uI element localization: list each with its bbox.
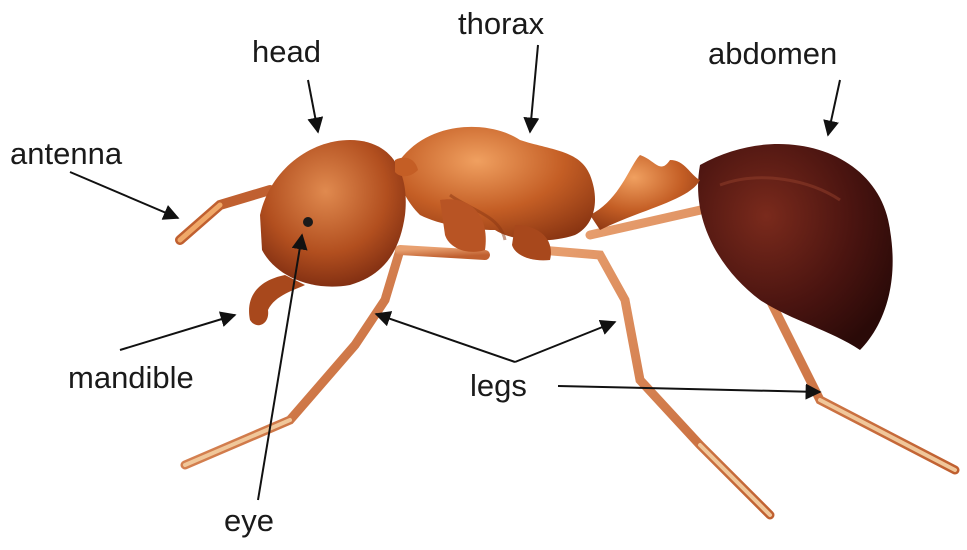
label-abdomen: abdomen: [708, 38, 837, 69]
arrow-legs-hind: [558, 386, 820, 392]
head-shape: [260, 140, 406, 287]
antenna-shape: [180, 190, 270, 240]
mandible-shape: [249, 275, 305, 325]
arrow-legs-front: [376, 314, 515, 362]
arrow-eye: [258, 235, 302, 500]
pointer-arrows: [70, 45, 840, 500]
label-mandible: mandible: [68, 362, 194, 393]
arrow-abdomen: [828, 80, 840, 135]
eye-dot: [303, 217, 313, 227]
arrow-head: [308, 80, 318, 132]
abdomen-shape: [698, 144, 893, 350]
arrow-antenna: [70, 172, 178, 218]
label-eye: eye: [224, 505, 274, 536]
label-head: head: [252, 36, 321, 67]
label-legs: legs: [470, 370, 527, 401]
arrow-thorax: [530, 45, 538, 132]
middle-leg: [540, 250, 770, 515]
label-antenna: antenna: [10, 138, 122, 169]
arrow-legs-middle: [515, 322, 615, 362]
label-thorax: thorax: [458, 8, 544, 39]
arrow-mandible: [120, 315, 235, 350]
